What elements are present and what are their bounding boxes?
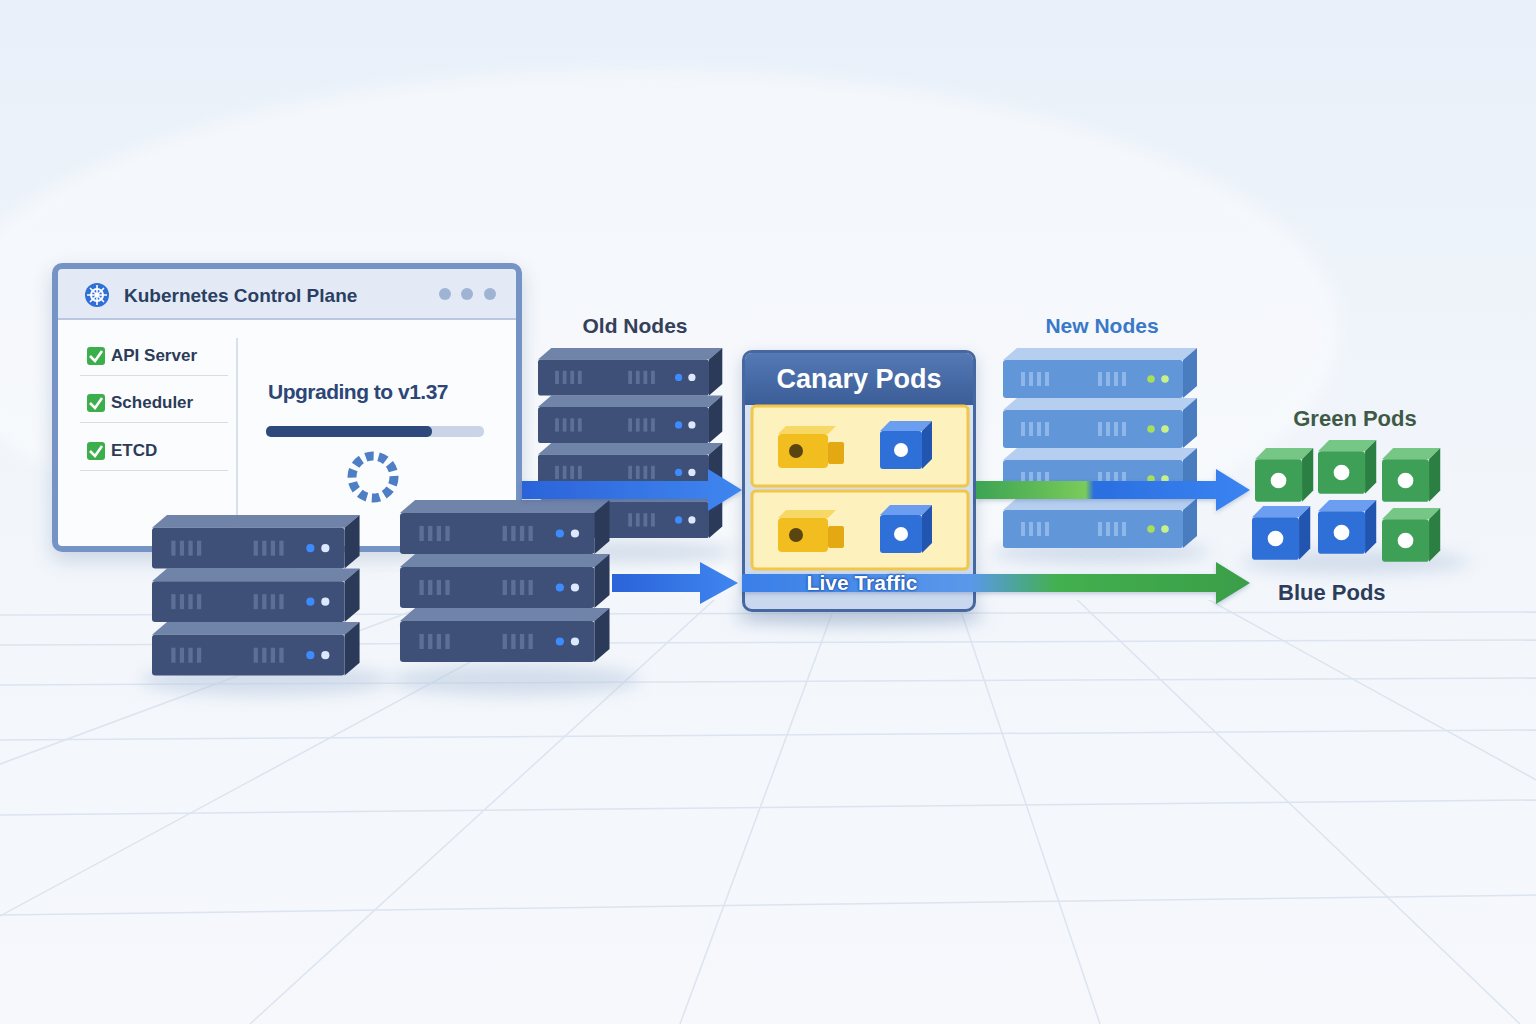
shadow: [990, 540, 1210, 564]
window-dot: [461, 288, 473, 300]
window-title: Kubernetes Control Plane: [124, 284, 357, 308]
old-server-stack: [538, 348, 722, 538]
icon-disc: [85, 283, 109, 307]
canary-row: [752, 406, 968, 486]
window-dot: [439, 288, 451, 300]
server-unit: [1003, 398, 1197, 448]
flow-arrow: [742, 562, 1250, 604]
component-row: API Server: [80, 336, 228, 376]
blue-pod: [880, 421, 932, 469]
server-unit: [1003, 448, 1197, 498]
server-unit: [400, 608, 610, 662]
front-server-stack: [400, 500, 610, 662]
server-unit: [152, 569, 360, 623]
flow-arrow: [976, 469, 1250, 511]
green-pod: [1382, 508, 1440, 562]
check-box: [87, 347, 105, 365]
server-unit: [400, 554, 610, 608]
green-pod: [1255, 448, 1313, 502]
server-unit: [152, 515, 360, 569]
front-server-stack: [152, 515, 360, 676]
server-unit: [152, 622, 360, 676]
grid-line: [0, 800, 1536, 815]
pod-group: Green Pods: [1250, 402, 1460, 500]
server-unit: [538, 443, 722, 491]
box-heading: Canary Pods: [745, 353, 973, 405]
grid-line: [680, 600, 900, 1024]
server-unit: [1003, 498, 1197, 548]
component-row: ETCD: [80, 431, 228, 471]
pod: [1318, 440, 1376, 494]
blue-pod: [1252, 506, 1310, 560]
shadow: [525, 540, 735, 564]
group-label: Blue Pods: [1278, 580, 1386, 606]
check-mark: [90, 398, 102, 408]
blue-pod: [880, 505, 932, 553]
pod: [1252, 506, 1310, 560]
shadow: [140, 664, 390, 696]
flow-arrow: [522, 469, 742, 511]
grid-line: [0, 895, 1536, 915]
node-group: Old Nodes: [530, 306, 740, 551]
progress-track: [266, 426, 484, 437]
check-box: [87, 442, 105, 460]
green-pod: [1318, 440, 1376, 494]
shadow: [390, 664, 640, 696]
blue-pod: [1318, 500, 1376, 554]
group-heading: New Nodes: [997, 312, 1207, 340]
progress-fill: [266, 426, 432, 437]
new-server-stack: [1003, 348, 1197, 548]
server-unit: [538, 348, 722, 396]
grid-line: [900, 600, 1100, 1024]
pod: [1382, 508, 1440, 562]
control-plane-window: Kubernetes Control PlaneUpgrading to v1.…: [52, 263, 522, 552]
server-unit: [538, 491, 722, 539]
grid-line: [250, 600, 900, 1024]
loading-spinner: [352, 456, 394, 498]
canary-pod: [778, 510, 844, 552]
grid-line: [0, 640, 1536, 645]
upgrade-status: Upgrading to v1.37: [268, 377, 448, 407]
check-boxes: [87, 347, 105, 460]
icon-wheel: [91, 289, 103, 301]
grid-line: [0, 600, 900, 1024]
panel-divider: [236, 338, 238, 540]
component-name: ETCD: [111, 431, 157, 471]
group-heading: Green Pods: [1250, 406, 1460, 432]
pod-group: Blue Pods: [1250, 500, 1460, 612]
grid-line: [0, 600, 900, 1024]
window-dot: [484, 288, 496, 300]
grid-line: [900, 600, 1536, 1024]
grid-rays: [0, 600, 1536, 1024]
check-box: [87, 394, 105, 412]
server-unit: [1003, 348, 1197, 398]
check-mark: [90, 446, 102, 456]
icon-spokes: [87, 285, 107, 305]
server-unit: [400, 500, 610, 554]
server-unit: [538, 396, 722, 444]
pod: [1255, 448, 1313, 502]
check-mark: [90, 351, 102, 361]
canary-pod: [778, 426, 844, 468]
green-pod: [1382, 448, 1440, 502]
traffic-arrow: [612, 562, 738, 604]
kubernetes-icon: [85, 283, 109, 307]
node-group: New Nodes: [997, 306, 1207, 551]
canary-box: Canary Pods: [742, 350, 976, 612]
pod: [1318, 500, 1376, 554]
pod: [1382, 448, 1440, 502]
grid-line: [900, 600, 1520, 1024]
grid-line: [0, 730, 1536, 740]
component-name: Scheduler: [111, 383, 193, 423]
component-row: Scheduler: [80, 383, 228, 423]
shadow: [1240, 550, 1470, 574]
canary-row: [752, 491, 968, 569]
component-name: API Server: [111, 336, 197, 376]
background-glow: [0, 70, 1340, 590]
group-heading: Old Nodes: [530, 312, 740, 340]
window-dots: [439, 288, 496, 300]
